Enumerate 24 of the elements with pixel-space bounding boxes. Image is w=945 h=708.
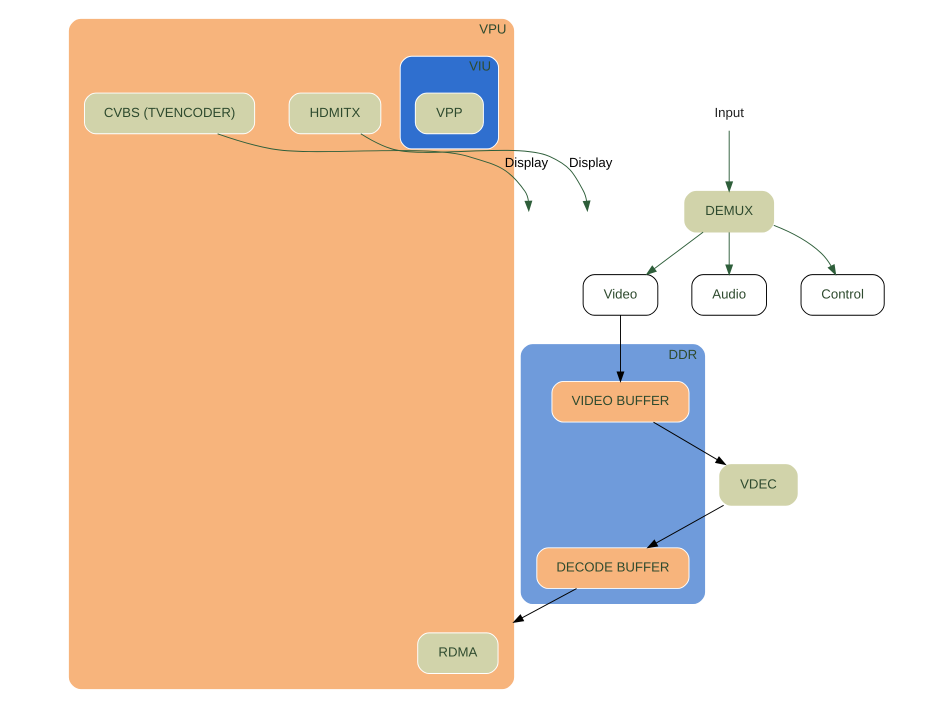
node-box: RDMA	[416, 632, 498, 674]
arrow	[646, 504, 724, 548]
arrow	[724, 130, 733, 193]
arrow	[512, 588, 577, 623]
arrow	[772, 224, 836, 276]
arrow	[652, 422, 726, 466]
node-text: Input	[714, 104, 744, 120]
node-box: DECODE BUFFER	[536, 547, 689, 589]
node-box: VIDEO BUFFER	[550, 380, 689, 423]
node-box: HDMITX	[288, 92, 381, 134]
node-box: VDEC	[718, 464, 798, 506]
node-box: Video	[582, 274, 658, 316]
node-box: VPP	[414, 92, 484, 134]
arrow	[616, 314, 624, 383]
edge-label: Display	[568, 155, 612, 170]
edge-label: Display	[504, 155, 548, 170]
node-box: Control	[800, 274, 884, 316]
arrow	[645, 232, 704, 276]
node-box: CVBS (TVENCODER)	[84, 92, 255, 134]
arrow	[360, 133, 590, 212]
node-box: DEMUX	[684, 190, 774, 233]
arrow	[724, 232, 733, 276]
arrow	[216, 133, 532, 212]
node-box: Audio	[690, 274, 766, 316]
